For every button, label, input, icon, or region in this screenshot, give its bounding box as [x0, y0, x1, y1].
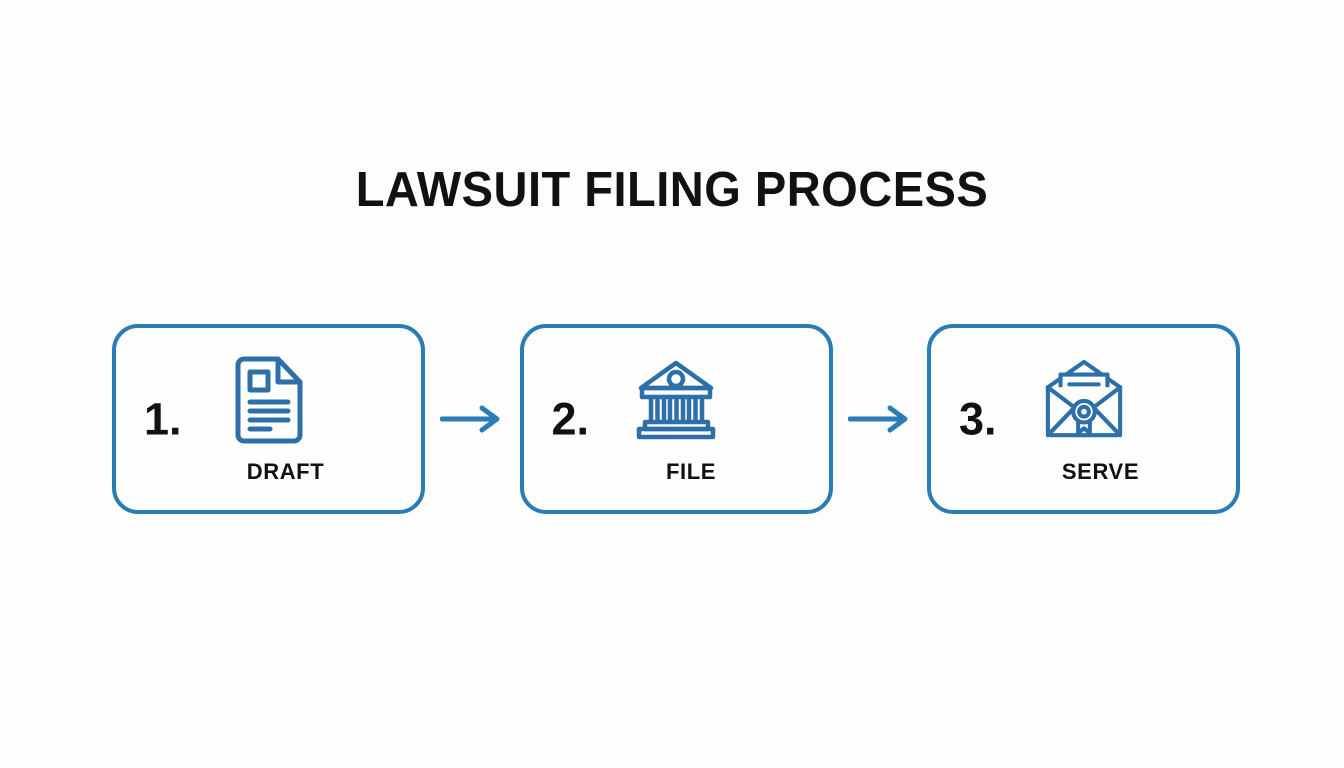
- step-card-file[interactable]: 2.: [519, 324, 833, 514]
- step-card-draft[interactable]: 1. DRAFT: [112, 324, 425, 514]
- arrow-right-icon: [438, 402, 506, 436]
- step-number: 1.: [144, 393, 182, 445]
- step-label: SERVE: [1061, 459, 1140, 484]
- arrow-right-icon: [846, 402, 914, 436]
- process-flow: 1. DRAFT: [112, 323, 1240, 515]
- step-label: FILE: [665, 459, 717, 484]
- document-icon: [227, 356, 311, 444]
- step-label: DRAFT: [246, 459, 325, 484]
- step-card-serve[interactable]: 3.: [927, 324, 1240, 514]
- sealed-envelope-icon: [1042, 356, 1126, 444]
- step-number: 2.: [551, 393, 590, 445]
- step-number: 3.: [959, 393, 997, 445]
- page-title: LAWSUIT FILING PROCESS: [355, 163, 989, 217]
- courthouse-icon: [634, 356, 718, 444]
